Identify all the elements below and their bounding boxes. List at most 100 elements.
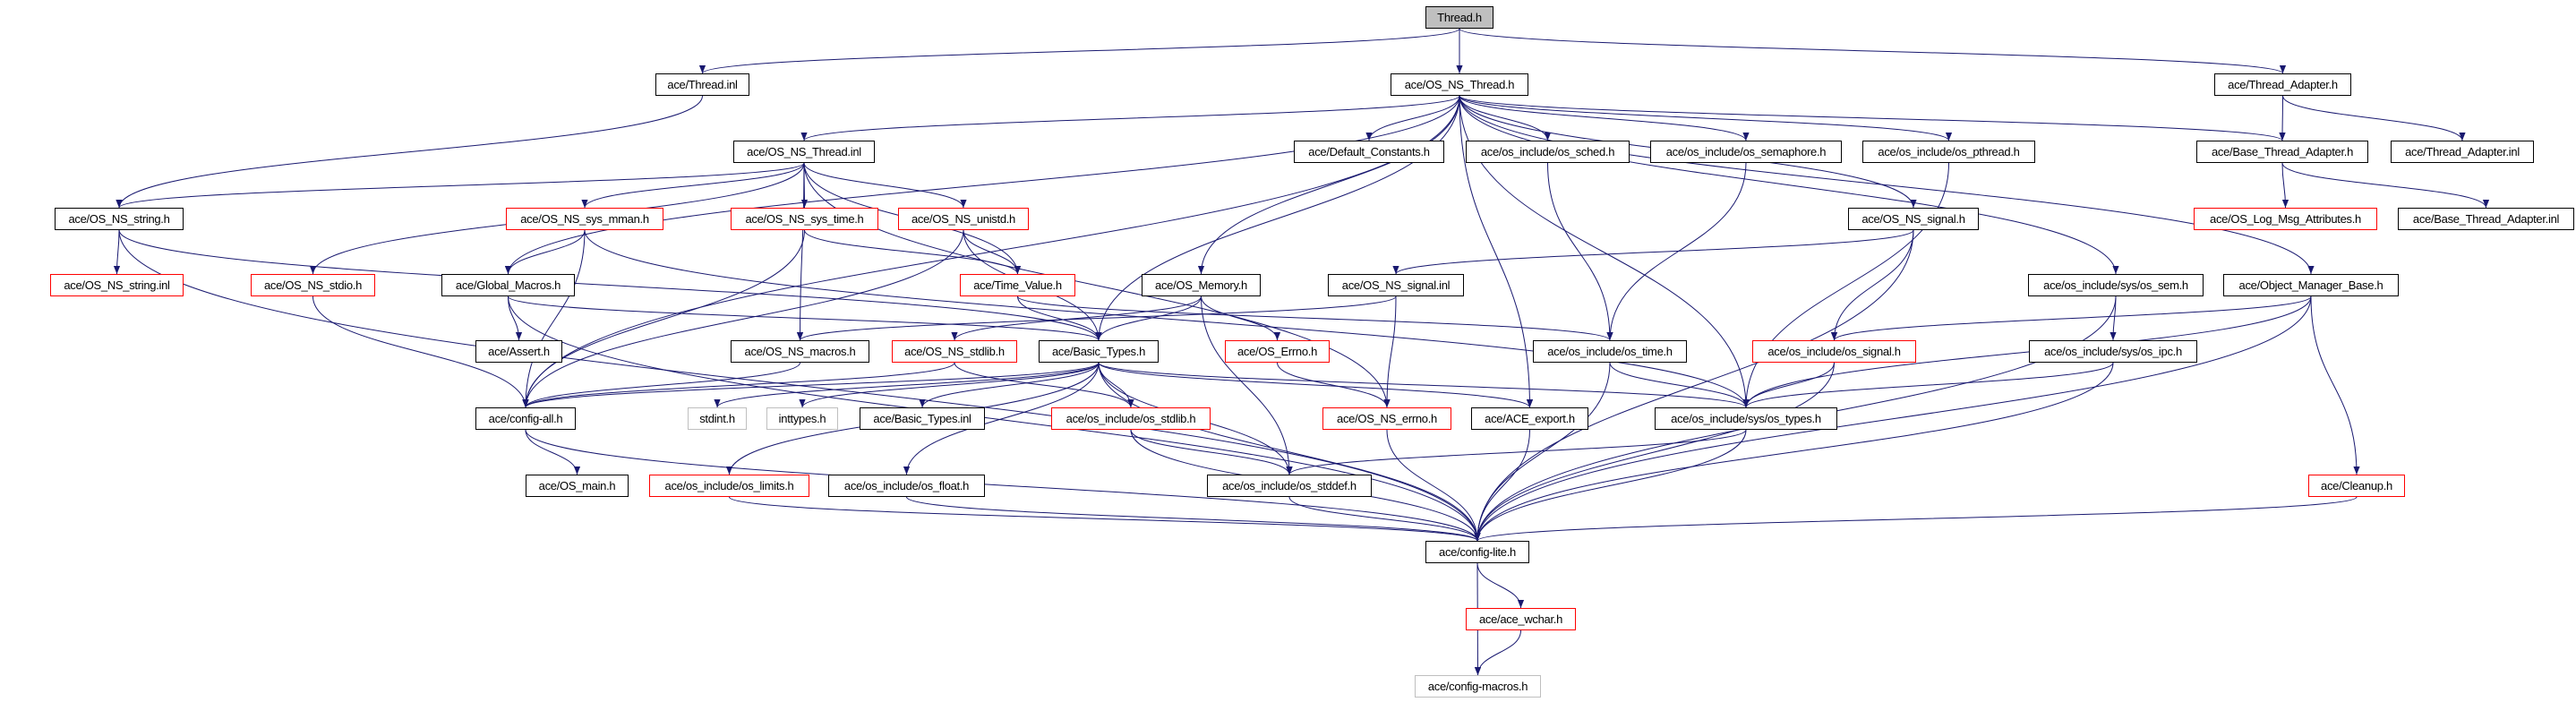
edge-os-memory-h-to-os-stddef-h	[1201, 295, 1293, 475]
node-config-lite-h[interactable]: ace/config-lite.h	[1425, 541, 1529, 563]
edge-base-thread-adapter-h-to-base-thread-adapter-inl	[2281, 162, 2490, 209]
edge-os-ns-thread-h-to-os-sched-h	[1459, 95, 1552, 141]
node-os-ns-macros-h[interactable]: ace/OS_NS_macros.h	[731, 340, 869, 363]
edge-os-ns-thread-h-to-ace-export-h	[1459, 95, 1534, 408]
edge-basic-types-h-to-os-types-h	[1098, 362, 1750, 408]
node-thread-h[interactable]: Thread.h	[1425, 6, 1493, 29]
edge-object-manager-base-h-to-cleanup-h	[2310, 295, 2360, 475]
edge-os-ns-thread-h-to-os-pthread-h	[1459, 95, 1952, 141]
edge-os-float-h-to-config-lite-h	[906, 496, 1481, 542]
edge-os-ns-string-h-to-basic-types-h	[118, 229, 1102, 341]
edge-global-macros-h-to-basic-types-h	[508, 295, 1102, 341]
edge-os-semaphore-h-to-os-time-h	[1606, 162, 1747, 341]
edge-os-ns-sys-mman-h-to-global-macros-h	[504, 229, 586, 275]
node-os-ns-sys-mman-h[interactable]: ace/OS_NS_sys_mman.h	[506, 208, 663, 230]
node-os-ns-stdio-h[interactable]: ace/OS_NS_stdio.h	[251, 274, 375, 296]
node-cleanup-h[interactable]: ace/Cleanup.h	[2308, 475, 2405, 497]
edge-os-ns-string-h-to-os-ns-string-inl	[113, 229, 121, 275]
node-base-thread-adapter-h[interactable]: ace/Base_Thread_Adapter.h	[2196, 141, 2368, 163]
edge-os-signal-h-to-os-types-h	[1742, 362, 1835, 408]
edge-os-ns-signal-h-to-os-ns-signal-inl	[1392, 229, 1914, 275]
edge-global-macros-h-to-assert-h	[508, 295, 523, 341]
node-os-limits-h[interactable]: ace/os_include/os_limits.h	[649, 475, 809, 497]
node-os-stdlib-h[interactable]: ace/os_include/os_stdlib.h	[1051, 407, 1211, 430]
node-os-sem-h[interactable]: ace/os_include/sys/os_sem.h	[2028, 274, 2204, 296]
node-thread-inl[interactable]: ace/Thread.inl	[655, 73, 749, 96]
node-thread-adapter-inl[interactable]: ace/Thread_Adapter.inl	[2391, 141, 2534, 163]
edge-thread-adapter-h-to-base-thread-adapter-h	[2279, 95, 2286, 141]
node-default-constants-h[interactable]: ace/Default_Constants.h	[1294, 141, 1444, 163]
edge-basic-types-h-to-inttypes-h	[799, 362, 1100, 408]
node-os-float-h[interactable]: ace/os_include/os_float.h	[828, 475, 985, 497]
edge-basic-types-h-to-stdint-h	[714, 362, 1100, 408]
edge-os-ns-errno-h-to-config-lite-h	[1386, 429, 1481, 542]
edge-os-sched-h-to-os-time-h	[1547, 162, 1613, 341]
edge-os-memory-h-to-os-ns-stdlib-h	[951, 295, 1202, 341]
edge-thread-h-to-thread-inl	[699, 28, 1460, 74]
edge-os-ns-sys-time-h-to-config-all-h	[522, 229, 805, 408]
edge-os-ns-thread-h-to-basic-types-h	[1095, 95, 1460, 341]
edge-os-stdlib-h-to-os-stddef-h	[1130, 429, 1293, 475]
node-assert-h[interactable]: ace/Assert.h	[475, 340, 562, 363]
edge-os-ns-stdio-h-to-config-all-h	[312, 295, 529, 408]
node-os-ipc-h[interactable]: ace/os_include/sys/os_ipc.h	[2029, 340, 2197, 363]
node-os-memory-h[interactable]: ace/OS_Memory.h	[1142, 274, 1261, 296]
node-os-errno-h[interactable]: ace/OS_Errno.h	[1225, 340, 1330, 363]
node-ace-export-h[interactable]: ace/ACE_export.h	[1471, 407, 1588, 430]
edge-os-ns-signal-h-to-os-signal-h	[1830, 229, 1914, 341]
node-basic-types-inl[interactable]: ace/Basic_Types.inl	[860, 407, 985, 430]
node-os-ns-thread-h[interactable]: ace/OS_NS_Thread.h	[1391, 73, 1528, 96]
node-time-value-h[interactable]: ace/Time_Value.h	[960, 274, 1075, 296]
edge-cleanup-h-to-config-lite-h	[1474, 496, 2358, 542]
node-os-ns-sys-time-h[interactable]: ace/OS_NS_sys_time.h	[731, 208, 878, 230]
node-global-macros-h[interactable]: ace/Global_Macros.h	[441, 274, 575, 296]
edge-os-ipc-h-to-os-types-h	[1742, 362, 2114, 408]
node-object-manager-base-h[interactable]: ace/Object_Manager_Base.h	[2223, 274, 2399, 296]
edge-os-types-h-to-config-lite-h	[1474, 429, 1747, 542]
edge-os-stddef-h-to-config-lite-h	[1288, 496, 1481, 542]
node-os-ns-stdlib-h[interactable]: ace/OS_NS_stdlib.h	[892, 340, 1017, 363]
node-os-types-h[interactable]: ace/os_include/sys/os_types.h	[1655, 407, 1837, 430]
edge-os-ns-sys-mman-h-to-config-all-h	[522, 229, 586, 408]
node-os-sched-h[interactable]: ace/os_include/os_sched.h	[1466, 141, 1630, 163]
node-os-main-h[interactable]: ace/OS_main.h	[526, 475, 629, 497]
edge-os-ns-signal-inl-to-os-ns-errno-h	[1383, 295, 1397, 408]
node-os-stddef-h[interactable]: ace/os_include/os_stddef.h	[1207, 475, 1372, 497]
node-os-ns-unistd-h[interactable]: ace/OS_NS_unistd.h	[898, 208, 1029, 230]
node-os-log-msg-attributes-h[interactable]: ace/OS_Log_Msg_Attributes.h	[2194, 208, 2377, 230]
edge-os-ns-thread-inl-to-os-ns-macros-h	[796, 162, 805, 341]
node-os-signal-h[interactable]: ace/os_include/os_signal.h	[1752, 340, 1916, 363]
node-stdint-h[interactable]: stdint.h	[688, 407, 747, 430]
edge-config-all-h-to-os-main-h	[525, 429, 581, 475]
node-inttypes-h[interactable]: inttypes.h	[766, 407, 838, 430]
edge-os-ns-thread-h-to-os-semaphore-h	[1459, 95, 1750, 141]
node-ace-wchar-h[interactable]: ace/ace_wchar.h	[1466, 608, 1576, 630]
node-config-all-h[interactable]: ace/config-all.h	[475, 407, 576, 430]
edge-os-ns-thread-h-to-os-ns-thread-inl	[800, 95, 1460, 141]
edge-os-ns-signal-inl-to-os-ns-macros-h	[797, 295, 1397, 341]
node-os-ns-string-h[interactable]: ace/OS_NS_string.h	[55, 208, 184, 230]
edge-os-memory-h-to-os-errno-h	[1201, 295, 1281, 341]
edge-os-ns-macros-h-to-config-all-h	[522, 362, 800, 408]
edge-os-ipc-h-to-config-lite-h	[1474, 362, 2114, 542]
node-basic-types-h[interactable]: ace/Basic_Types.h	[1039, 340, 1159, 363]
node-os-ns-errno-h[interactable]: ace/OS_NS_errno.h	[1322, 407, 1451, 430]
node-os-ns-signal-h[interactable]: ace/OS_NS_signal.h	[1848, 208, 1979, 230]
node-config-macros-h[interactable]: ace/config-macros.h	[1415, 675, 1541, 698]
node-os-ns-thread-inl[interactable]: ace/OS_NS_Thread.inl	[733, 141, 875, 163]
edge-basic-types-h-to-config-all-h	[522, 362, 1100, 408]
edge-os-memory-h-to-basic-types-h	[1095, 295, 1202, 341]
node-os-ns-signal-inl[interactable]: ace/OS_NS_signal.inl	[1328, 274, 1464, 296]
node-base-thread-adapter-inl[interactable]: ace/Base_Thread_Adapter.inl	[2398, 208, 2574, 230]
node-os-semaphore-h[interactable]: ace/os_include/os_semaphore.h	[1650, 141, 1842, 163]
edge-os-ns-thread-h-to-os-sem-h	[1459, 95, 2119, 275]
edge-os-ns-thread-h-to-global-macros-h	[504, 95, 1460, 275]
node-os-time-h[interactable]: ace/os_include/os_time.h	[1533, 340, 1687, 363]
node-thread-adapter-h[interactable]: ace/Thread_Adapter.h	[2214, 73, 2351, 96]
edge-os-ns-thread-inl-to-os-ns-unistd-h	[803, 162, 967, 209]
edge-os-ns-unistd-h-to-config-all-h	[522, 229, 964, 408]
node-os-ns-string-inl[interactable]: ace/OS_NS_string.inl	[50, 274, 184, 296]
edge-os-pthread-h-to-os-types-h	[1742, 162, 1949, 408]
node-os-pthread-h[interactable]: ace/os_include/os_pthread.h	[1862, 141, 2035, 163]
